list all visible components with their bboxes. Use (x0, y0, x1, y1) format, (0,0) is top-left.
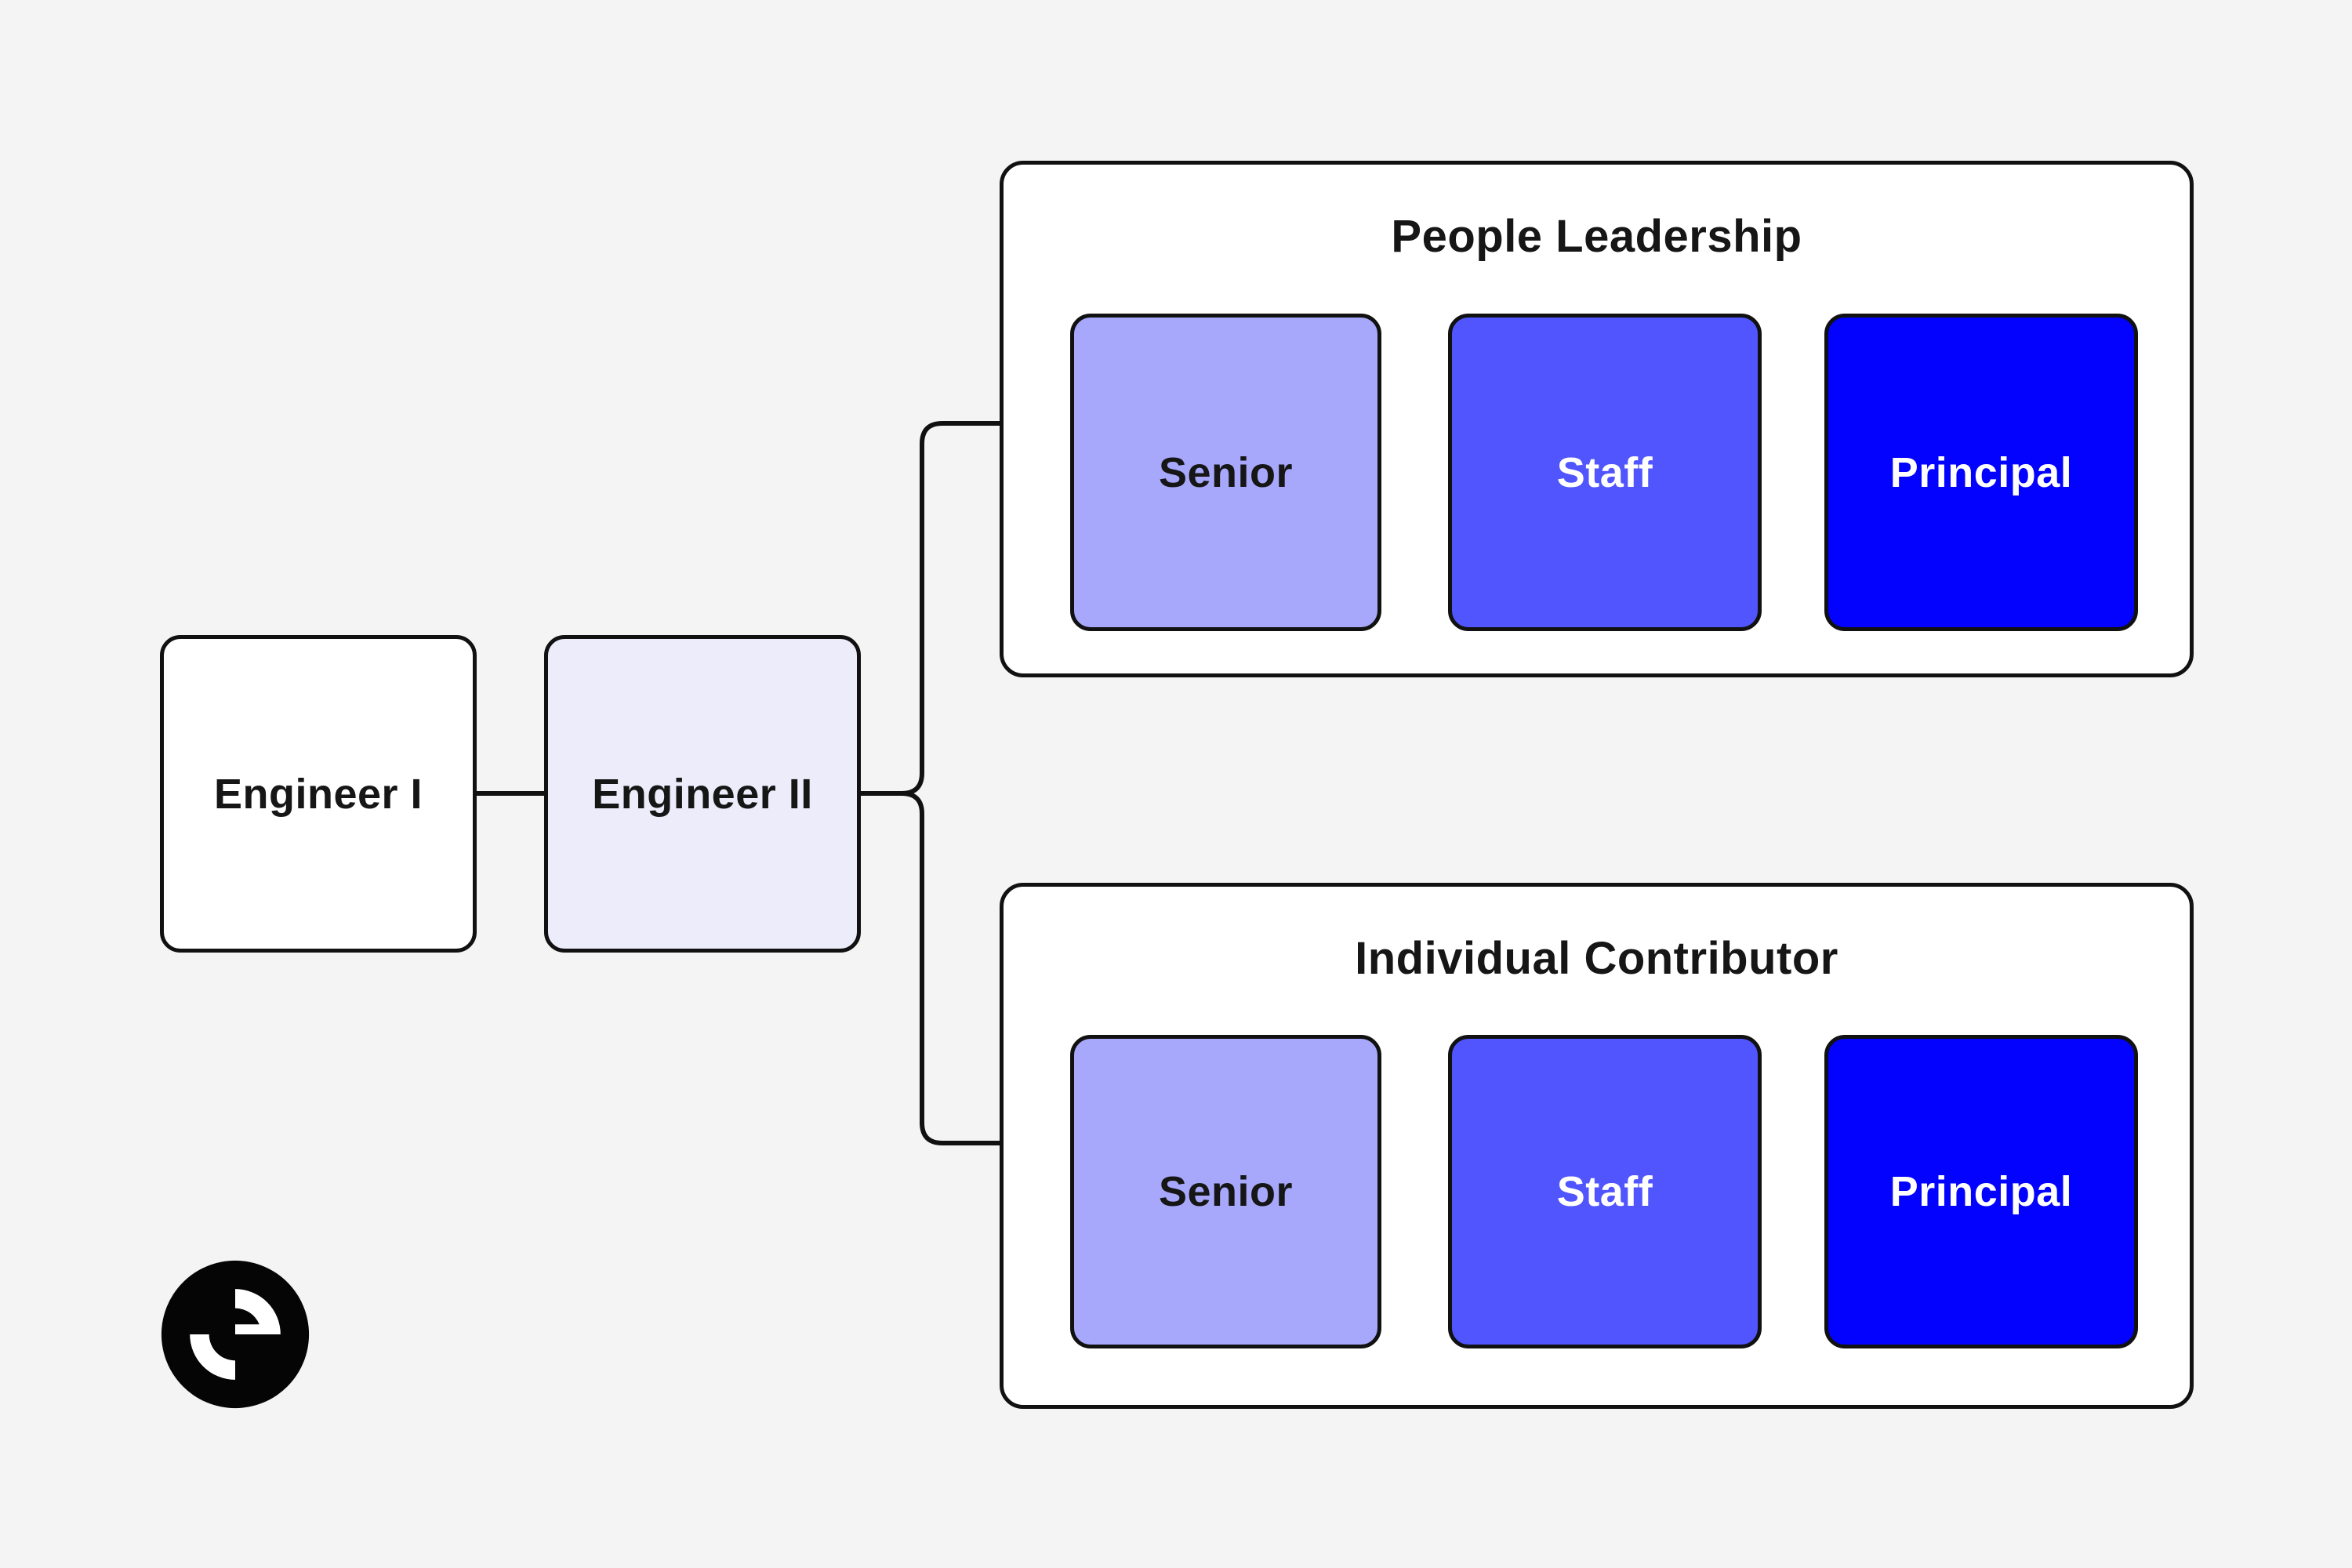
group-people-leadership: People Leadership Senior Staff Principal (1000, 161, 2194, 677)
logo-arc-bottom-left (190, 1334, 235, 1380)
connector-engineer2-people-leadership (861, 421, 1002, 796)
connector-engineer2-individual-contributor (861, 791, 1002, 1145)
logo-arc-top-right (235, 1289, 281, 1334)
node-engineer-1: Engineer I (160, 635, 477, 953)
node-people-leadership-principal: Principal (1824, 314, 2138, 631)
node-engineer-2: Engineer II (544, 635, 861, 953)
node-engineer-2-label: Engineer II (592, 770, 813, 818)
node-engineer-1-label: Engineer I (213, 770, 423, 818)
node-label: Staff (1556, 1168, 1653, 1215)
node-people-leadership-staff: Staff (1448, 314, 1762, 631)
node-individual-contributor-senior: Senior (1070, 1035, 1381, 1348)
node-label: Staff (1556, 448, 1653, 496)
node-label: Senior (1158, 1168, 1294, 1215)
e-mark-logo-icon (161, 1260, 310, 1409)
node-individual-contributor-principal: Principal (1824, 1035, 2138, 1348)
group-individual-contributor: Individual Contributor Senior Staff Prin… (1000, 883, 2194, 1409)
node-label: Principal (1889, 1168, 2073, 1215)
node-people-leadership-senior: Senior (1070, 314, 1381, 631)
group-individual-contributor-title: Individual Contributor (1355, 933, 1838, 984)
group-people-leadership-title: People Leadership (1391, 211, 1802, 262)
node-individual-contributor-staff: Staff (1448, 1035, 1762, 1348)
node-label: Senior (1158, 448, 1294, 496)
node-label: Principal (1889, 448, 2073, 496)
